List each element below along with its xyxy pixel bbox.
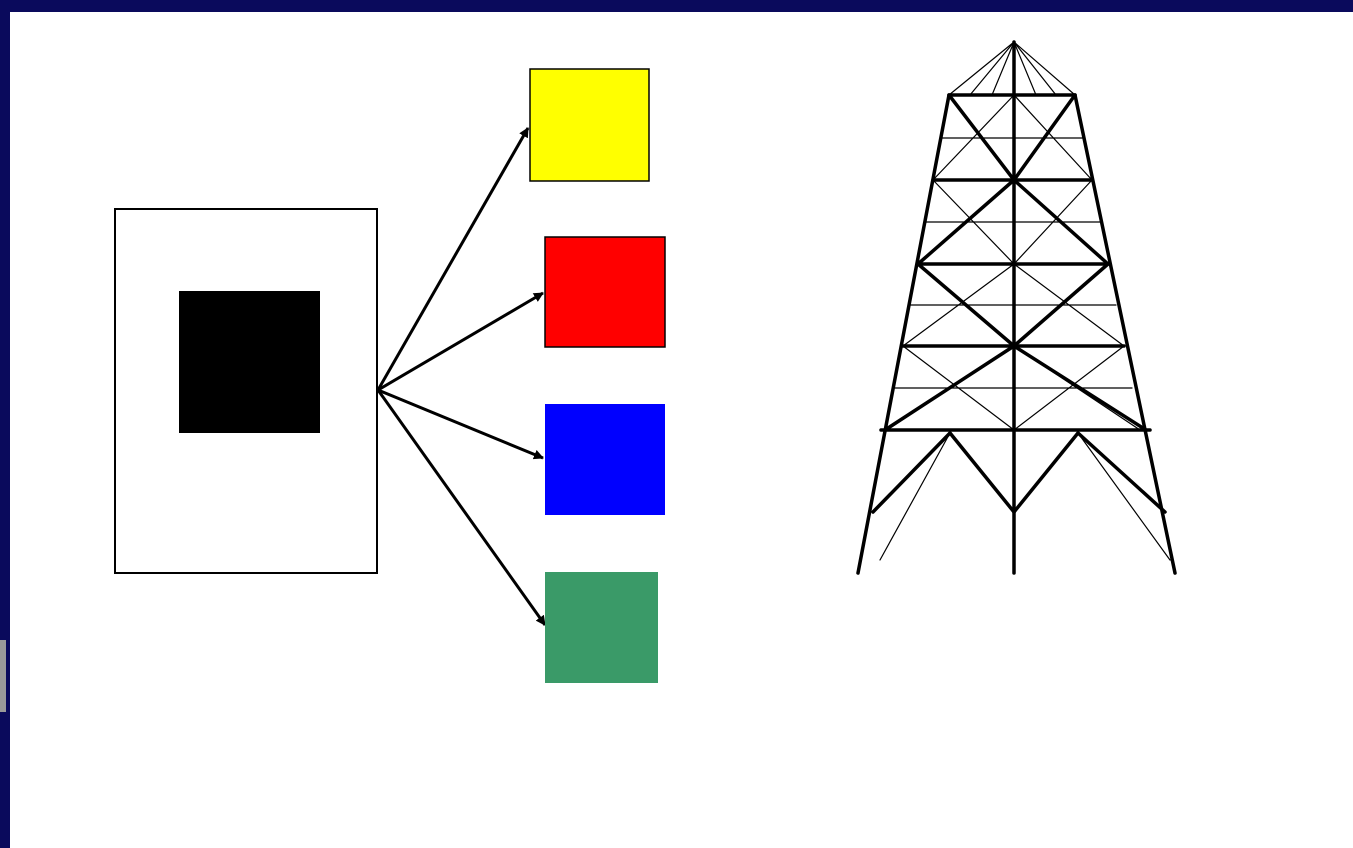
- arrow-to-blue: [377, 388, 544, 460]
- arrow-to-green: [376, 389, 547, 626]
- arrow-to-red: [377, 291, 544, 392]
- yellow-square: [529, 68, 650, 182]
- green-square: [545, 572, 658, 683]
- lattice-tower-icon: [856, 40, 1177, 575]
- arrow-to-yellow: [376, 127, 530, 391]
- side-tab: [0, 640, 6, 712]
- output-squares: [529, 68, 666, 683]
- arrow-group: [376, 127, 547, 626]
- black-square: [179, 291, 320, 433]
- source-image-box: [114, 208, 378, 574]
- blue-square: [545, 404, 665, 515]
- red-square: [544, 236, 666, 348]
